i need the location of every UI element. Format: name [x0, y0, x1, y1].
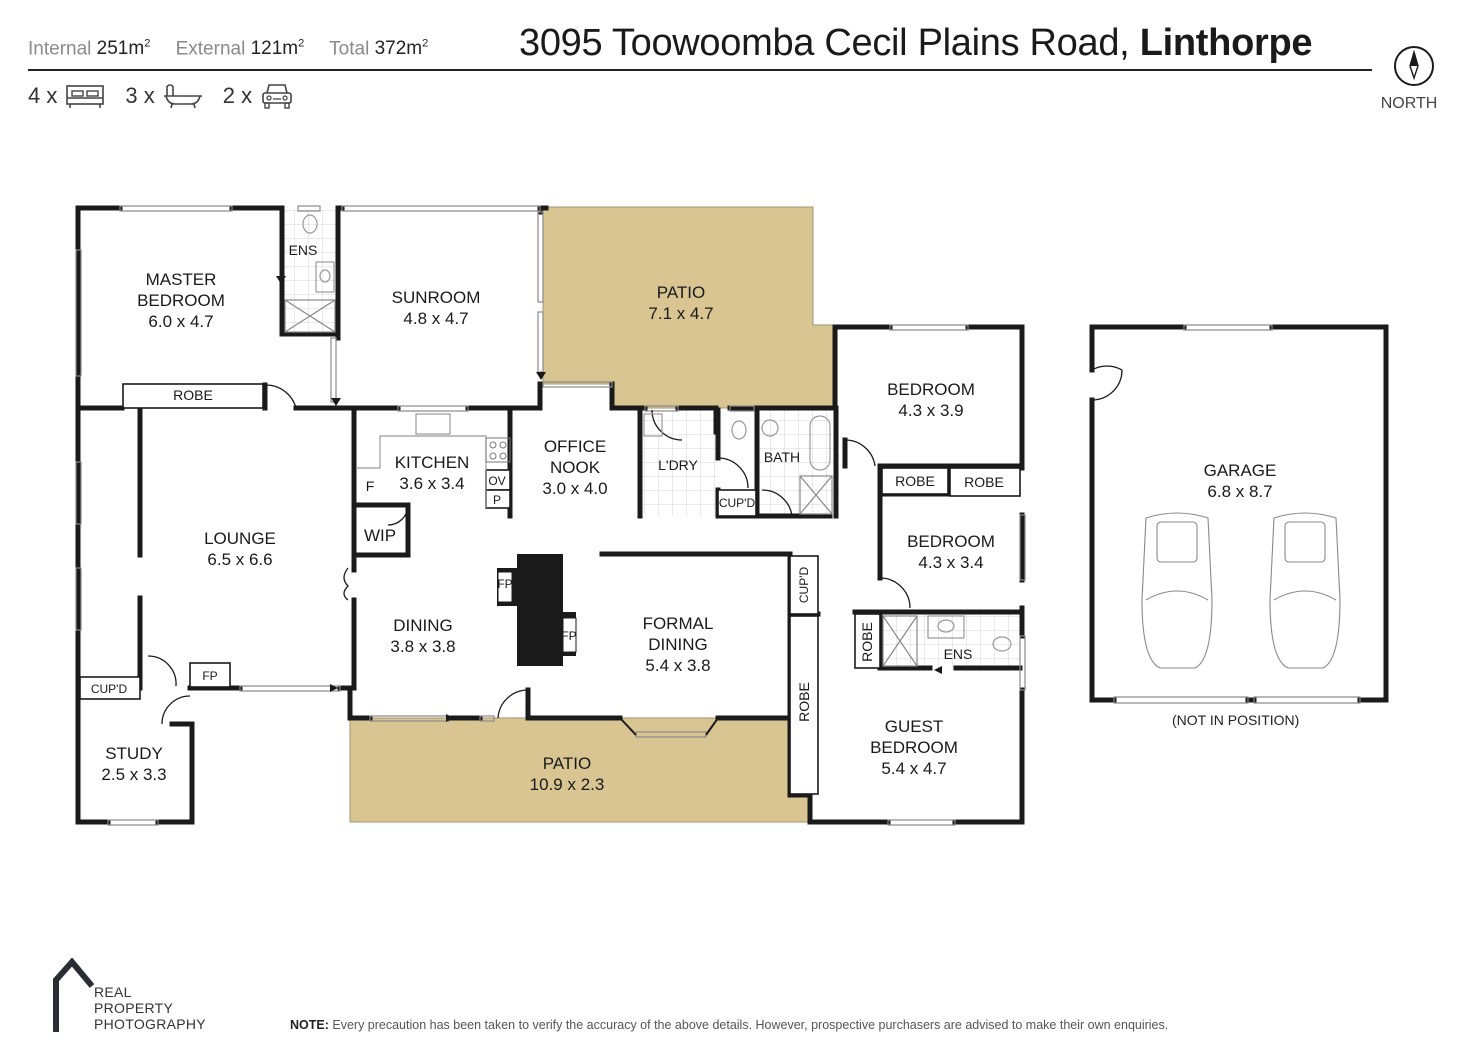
address-street: 3095 Toowoomba Cecil Plains Road,: [519, 22, 1130, 64]
svg-text:10.9 x 2.3: 10.9 x 2.3: [530, 775, 605, 794]
svg-text:BATH: BATH: [764, 449, 800, 465]
svg-text:BEDROOM: BEDROOM: [887, 380, 975, 399]
svg-text:4.3 x 3.9: 4.3 x 3.9: [898, 401, 963, 420]
svg-text:STUDY: STUDY: [105, 744, 163, 763]
garage-caption: (NOT IN POSITION): [1172, 712, 1300, 728]
walls: [75, 205, 1389, 825]
bath-tiles: [758, 410, 836, 516]
ensuite-guest-tiles: [882, 614, 1020, 670]
shower-icons: [284, 299, 918, 667]
svg-text:P: P: [493, 493, 501, 507]
svg-text:ROBE: ROBE: [859, 622, 875, 662]
header-divider: [28, 69, 1372, 71]
fireplace-chimney: [497, 554, 577, 666]
doors: [147, 365, 1123, 725]
svg-text:CUP'D: CUP'D: [91, 682, 128, 696]
property-address: 3095 Toowoomba Cecil Plains Road, Lintho…: [519, 22, 1313, 65]
company-logo-text: REAL PROPERTY PHOTOGRAPHY: [94, 984, 206, 1032]
svg-text:2.5 x 3.3: 2.5 x 3.3: [101, 765, 166, 784]
property-features: 4 x 3 x 2 x: [28, 82, 314, 110]
svg-text:MASTER: MASTER: [146, 270, 217, 289]
svg-text:L'DRY: L'DRY: [658, 457, 698, 473]
sanitary-icons: [302, 214, 1012, 652]
internal-value: 251m2: [96, 38, 151, 60]
svg-text:5.4 x 3.8: 5.4 x 3.8: [645, 656, 710, 675]
svg-text:ROBE: ROBE: [796, 682, 812, 722]
svg-text:LOUNGE: LOUNGE: [204, 529, 276, 548]
svg-text:SUNROOM: SUNROOM: [392, 288, 481, 307]
external-value: 121m2: [250, 38, 305, 60]
svg-text:4.3 x 3.4: 4.3 x 3.4: [918, 553, 983, 572]
svg-text:3.6 x 3.4: 3.6 x 3.4: [399, 474, 464, 493]
svg-text:6.5 x 6.6: 6.5 x 6.6: [207, 550, 272, 569]
room-name: MASTER: [146, 270, 217, 289]
built-ins: [79, 383, 1021, 795]
svg-text:CUP'D: CUP'D: [797, 567, 811, 604]
svg-text:4.8 x 4.7: 4.8 x 4.7: [403, 309, 468, 328]
svg-text:OV: OV: [488, 474, 505, 488]
note-label: NOTE:: [290, 1018, 329, 1032]
svg-text:GARAGE: GARAGE: [1204, 461, 1277, 480]
sliding-door-arrows: [276, 276, 942, 722]
windows: [75, 205, 1361, 826]
svg-text:DINING: DINING: [393, 616, 453, 635]
svg-text:7.1 x 4.7: 7.1 x 4.7: [648, 304, 713, 323]
svg-text:BEDROOM: BEDROOM: [870, 738, 958, 757]
note-text: Every precaution has been taken to verif…: [328, 1018, 1169, 1032]
svg-text:ENS: ENS: [289, 242, 318, 258]
bedroom-count: 4 x: [28, 83, 105, 109]
company-logo-icon: [53, 958, 95, 1032]
svg-text:3.0 x 4.0: 3.0 x 4.0: [542, 479, 607, 498]
svg-text:BEDROOM: BEDROOM: [137, 291, 225, 310]
svg-text:F: F: [366, 478, 375, 494]
svg-text:FP: FP: [202, 669, 217, 683]
svg-text:5.4 x 4.7: 5.4 x 4.7: [881, 759, 946, 778]
laundry-tiles: [640, 410, 718, 516]
car-icons: [1141, 512, 1341, 669]
svg-text:3.8 x 3.8: 3.8 x 3.8: [390, 637, 455, 656]
svg-text:FP: FP: [561, 629, 576, 643]
room-labels: MASTER BEDROOM 6.0 x 4.7 ENS SUNROOM 4.8…: [101, 242, 1276, 794]
svg-text:DINING: DINING: [648, 635, 708, 654]
disclaimer-note: NOTE: Every precaution has been taken to…: [290, 1018, 1168, 1032]
parking-count: 2 x: [223, 82, 294, 110]
north-label: NORTH: [1380, 95, 1438, 112]
kitchen-bench: [356, 435, 487, 508]
bath-icon: [163, 84, 202, 109]
svg-text:BEDROOM: BEDROOM: [907, 532, 995, 551]
svg-text:OFFICE: OFFICE: [544, 437, 606, 456]
external-label: External: [175, 38, 246, 60]
room-dims: 6.0 x 4.7: [148, 312, 213, 331]
north-indicator: NORTH: [1381, 44, 1444, 113]
total-value: 372m2: [374, 38, 429, 60]
svg-text:6.8 x 8.7: 6.8 x 8.7: [1207, 482, 1272, 501]
address-suburb: Linthorpe: [1139, 22, 1313, 64]
svg-text:GUEST: GUEST: [885, 717, 944, 736]
svg-text:ROBE: ROBE: [895, 473, 935, 489]
svg-text:KITCHEN: KITCHEN: [395, 453, 470, 472]
car-icon: [262, 84, 292, 109]
area-stats: Internal 251m2 External 121m2 Total 372m…: [28, 38, 448, 60]
bed-icon: [66, 85, 105, 108]
bay-window: [619, 717, 719, 736]
svg-text:ROBE: ROBE: [964, 474, 1004, 490]
sink-icon: [415, 413, 451, 435]
svg-text:WIP: WIP: [364, 526, 396, 545]
svg-text:PATIO: PATIO: [657, 283, 706, 302]
svg-text:NOOK: NOOK: [550, 458, 601, 477]
svg-text:FP: FP: [497, 577, 512, 591]
svg-text:CUP'D: CUP'D: [719, 496, 756, 510]
svg-text:ROBE: ROBE: [173, 387, 213, 403]
svg-text:FORMAL: FORMAL: [643, 614, 714, 633]
internal-label: Internal: [28, 38, 92, 60]
fixture-labels: CUP'D FP CUP'D ROBE ROBE FP FP F OV P CU…: [91, 473, 1004, 722]
total-label: Total: [329, 38, 370, 60]
svg-text:6.0 x 4.7: 6.0 x 4.7: [148, 312, 213, 331]
bathroom-count: 3 x: [125, 83, 202, 109]
compass-icon: [1394, 46, 1434, 86]
cooktop-icon: [485, 437, 511, 463]
svg-text:ENS: ENS: [944, 646, 973, 662]
svg-text:PATIO: PATIO: [543, 754, 592, 773]
